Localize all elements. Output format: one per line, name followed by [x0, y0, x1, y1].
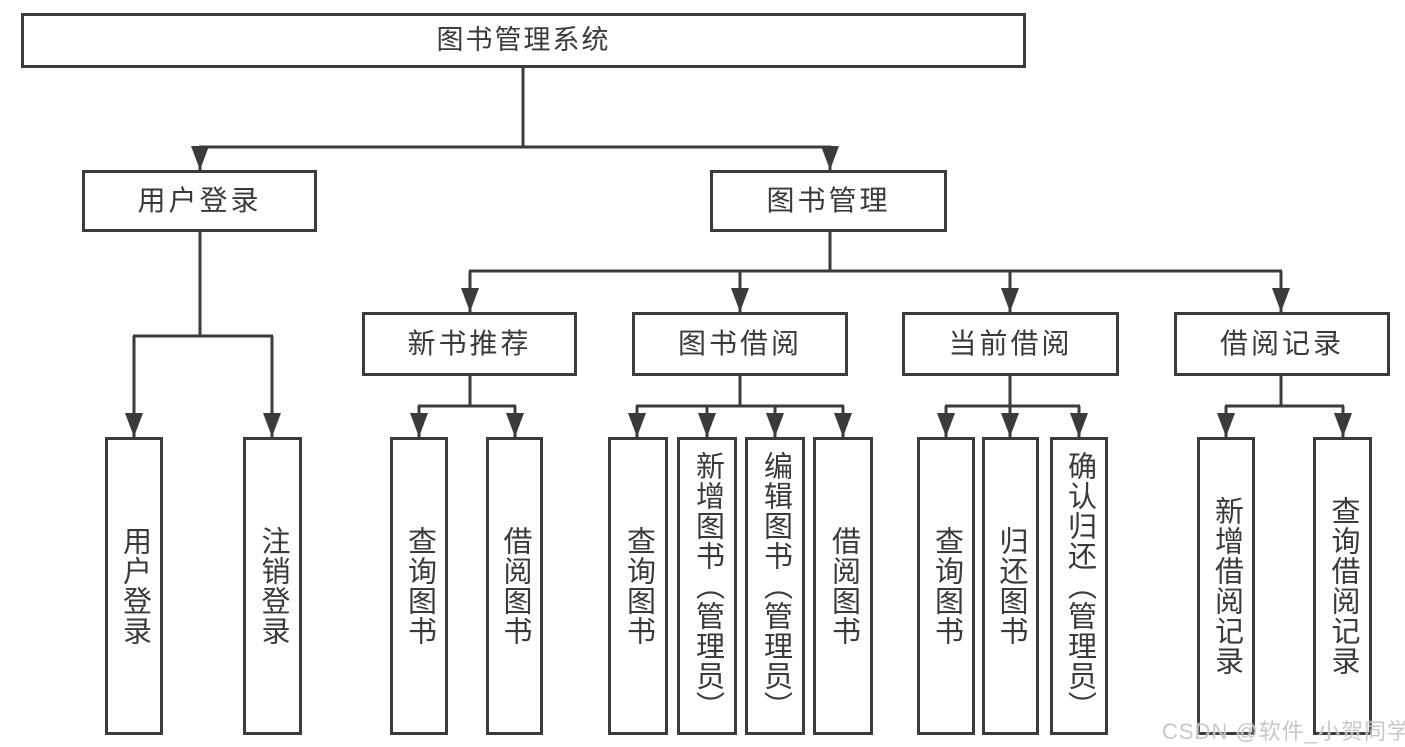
- connector-current-borrow-children: [937, 376, 1088, 437]
- leaf-newbook-query-books: 查询图书: [390, 437, 448, 735]
- connector-root-to-level2: [191, 68, 839, 170]
- node-label: 借阅记录: [1219, 328, 1344, 359]
- node-label: 编辑图书（管理员）: [759, 451, 792, 721]
- connector-user-login-children: [125, 232, 281, 437]
- node-label: 确认归还（管理员）: [1063, 451, 1096, 721]
- node-label: 图书借阅: [677, 328, 802, 359]
- node-label: 借阅图书: [499, 526, 531, 646]
- node-label: 用户登录: [137, 185, 262, 216]
- node-new-book-recommend: 新书推荐: [362, 312, 577, 376]
- node-label: 图书管理系统: [436, 25, 611, 55]
- connector-book-borrow-children: [628, 376, 852, 437]
- node-book-borrow: 图书借阅: [632, 312, 848, 376]
- node-label: 借阅图书: [827, 526, 860, 646]
- node-label: 用户登录: [118, 526, 151, 646]
- node-label: 新增借阅记录: [1210, 496, 1243, 676]
- node-label: 查询图书: [622, 526, 655, 646]
- leaf-user-login: 用户登录: [105, 437, 163, 735]
- node-label: 查询借阅记录: [1327, 496, 1359, 676]
- leaf-borrow-add-books-admin: 新增图书（管理员）: [677, 437, 737, 735]
- leaf-current-return-books: 归还图书: [982, 437, 1039, 735]
- node-label: 新增图书（管理员）: [691, 451, 724, 721]
- connector-book-mgmt-children: [461, 232, 1290, 312]
- node-label: 注销登录: [257, 526, 289, 646]
- connector-records-children: [1217, 376, 1352, 437]
- node-book-management: 图书管理: [710, 170, 947, 232]
- connector-new-book-children: [410, 376, 524, 437]
- watermark-csdn: CSDN @软件_小贺同学: [1162, 719, 1405, 744]
- node-label: 查询图书: [403, 526, 436, 646]
- leaf-current-query-books: 查询图书: [917, 437, 975, 735]
- node-label: 归还图书: [995, 526, 1027, 646]
- node-label: 查询图书: [930, 526, 963, 646]
- leaf-newbook-borrow-books: 借阅图书: [486, 437, 543, 735]
- leaf-records-query-record: 查询借阅记录: [1313, 437, 1372, 735]
- leaf-records-add-record: 新增借阅记录: [1197, 437, 1255, 735]
- node-borrow-records: 借阅记录: [1174, 312, 1390, 376]
- node-current-borrow: 当前借阅: [902, 312, 1119, 376]
- node-label: 新书推荐: [407, 328, 532, 359]
- leaf-borrow-query-books: 查询图书: [608, 437, 668, 735]
- leaf-current-confirm-return-admin: 确认归还（管理员）: [1050, 437, 1108, 735]
- leaf-borrow-edit-books-admin: 编辑图书（管理员）: [745, 437, 805, 735]
- leaf-logout: 注销登录: [243, 437, 302, 735]
- node-library-system: 图书管理系统: [21, 13, 1026, 68]
- node-label: 图书管理: [766, 185, 891, 216]
- node-user-login: 用户登录: [82, 170, 317, 232]
- node-label: 当前借阅: [948, 328, 1073, 359]
- leaf-borrow-borrow-books: 借阅图书: [813, 437, 873, 735]
